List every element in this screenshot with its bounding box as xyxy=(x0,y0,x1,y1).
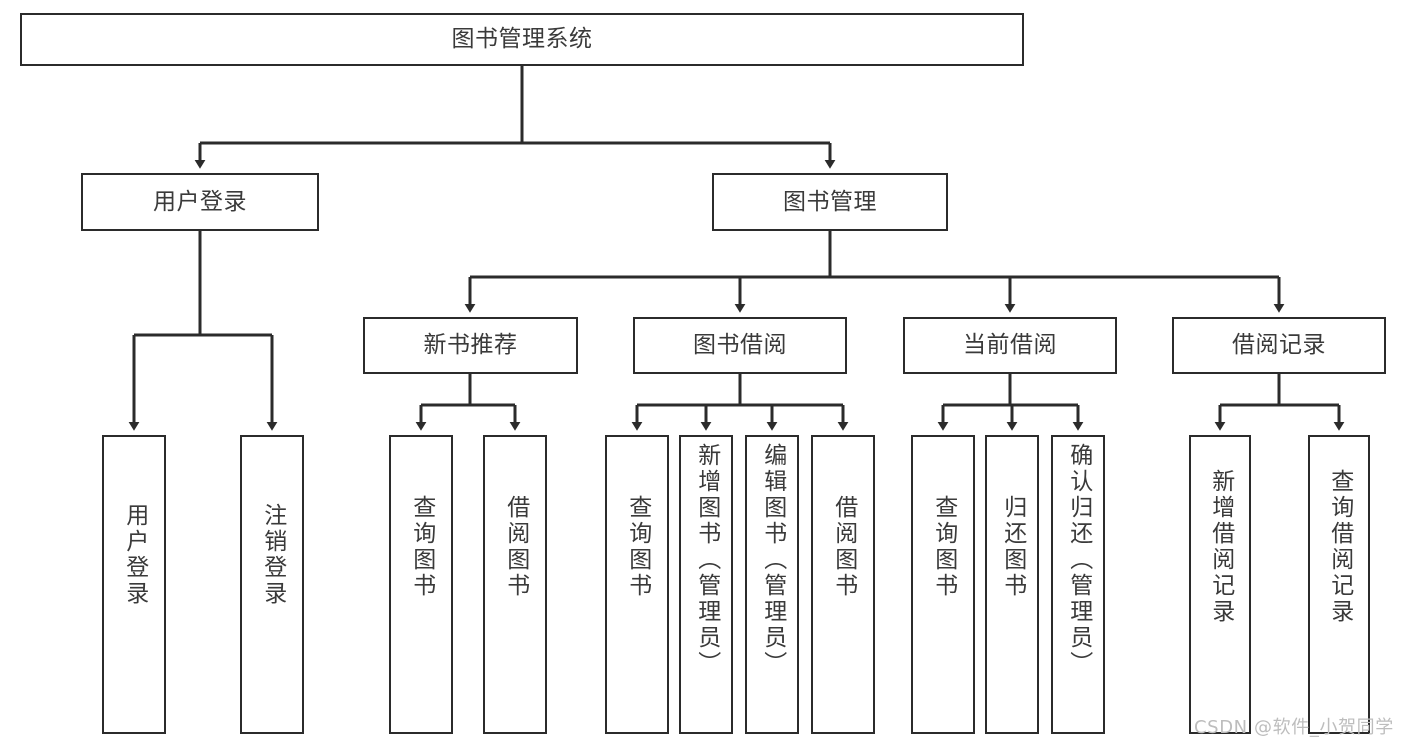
node-leaf-query-book-1[interactable]: 查询图书 xyxy=(389,435,453,734)
node-label: 当前借阅 xyxy=(963,332,1057,359)
node-label: 确认归还（管理员） xyxy=(1065,443,1092,677)
node-leaf-edit-book[interactable]: 编辑图书（管理员） xyxy=(745,435,799,734)
node-label: 图书借阅 xyxy=(693,332,787,359)
node-leaf-query-book-3[interactable]: 查询图书 xyxy=(911,435,975,734)
node-leaf-query-record[interactable]: 查询借阅记录 xyxy=(1308,435,1370,734)
node-leaf-query-book-2[interactable]: 查询图书 xyxy=(605,435,669,734)
node-book-borrow[interactable]: 图书借阅 xyxy=(633,317,847,374)
node-label: 借阅记录 xyxy=(1232,332,1326,359)
node-label: 用户登录 xyxy=(153,188,247,215)
node-label: 查询借阅记录 xyxy=(1326,469,1353,625)
node-label: 查询图书 xyxy=(408,495,435,599)
node-book-manage[interactable]: 图书管理 xyxy=(712,173,948,231)
node-label: 查询图书 xyxy=(930,495,957,599)
watermark: CSDN @软件_小贺同学 xyxy=(1194,717,1394,738)
node-label: 编辑图书（管理员） xyxy=(759,443,786,677)
node-label: 图书管理系统 xyxy=(451,26,593,53)
node-leaf-borrow-book-2[interactable]: 借阅图书 xyxy=(811,435,875,734)
node-leaf-return-book[interactable]: 归还图书 xyxy=(985,435,1039,734)
node-leaf-confirm-return[interactable]: 确认归还（管理员） xyxy=(1051,435,1105,734)
node-label: 新书推荐 xyxy=(423,332,518,359)
node-label: 查询图书 xyxy=(624,495,651,599)
node-leaf-add-book[interactable]: 新增图书（管理员） xyxy=(679,435,733,734)
node-new-book-rec[interactable]: 新书推荐 xyxy=(363,317,578,374)
node-label: 新增借阅记录 xyxy=(1207,469,1234,625)
node-label: 新增图书（管理员） xyxy=(693,443,720,677)
node-label: 借阅图书 xyxy=(502,495,529,599)
node-label: 用户登录 xyxy=(121,503,148,607)
node-leaf-user-logout[interactable]: 注销登录 xyxy=(240,435,304,734)
node-user-login[interactable]: 用户登录 xyxy=(81,173,319,231)
node-root[interactable]: 图书管理系统 xyxy=(20,13,1024,66)
node-label: 归还图书 xyxy=(999,495,1026,599)
node-label: 注销登录 xyxy=(259,503,286,607)
node-current-borrow[interactable]: 当前借阅 xyxy=(903,317,1117,374)
node-label: 借阅图书 xyxy=(830,495,857,599)
node-leaf-add-record[interactable]: 新增借阅记录 xyxy=(1189,435,1251,734)
node-borrow-record[interactable]: 借阅记录 xyxy=(1172,317,1386,374)
node-leaf-user-login[interactable]: 用户登录 xyxy=(102,435,166,734)
node-leaf-borrow-book-1[interactable]: 借阅图书 xyxy=(483,435,547,734)
node-label: 图书管理 xyxy=(783,188,877,215)
